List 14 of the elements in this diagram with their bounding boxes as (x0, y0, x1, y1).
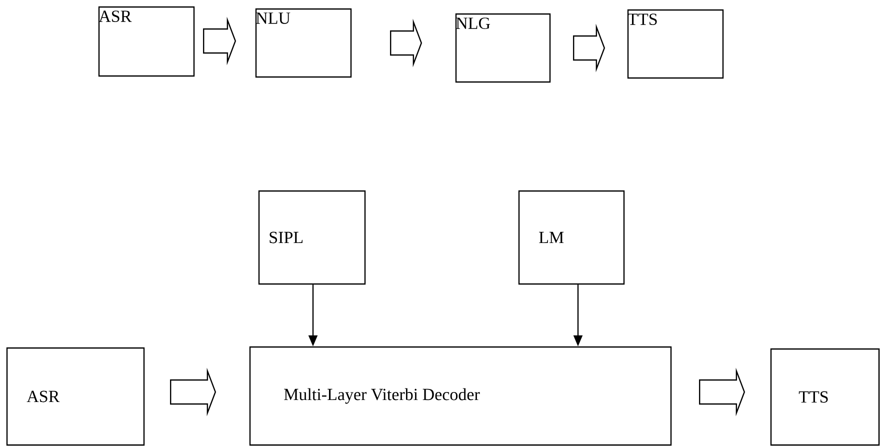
process-box: NLG (455, 13, 551, 83)
process-box: SIPL (258, 190, 366, 285)
block-arrow (390, 18, 422, 68)
process-box: TTS (627, 9, 724, 79)
block-arrow (699, 368, 746, 416)
block-arrow (170, 368, 216, 416)
process-box: Multi-Layer Viterbi Decoder (249, 346, 672, 446)
process-box: NLU (255, 8, 352, 78)
block-arrow (203, 16, 236, 66)
process-box: LM (518, 190, 625, 285)
process-box: TTS (770, 348, 880, 446)
process-box: ASR (98, 6, 195, 77)
process-box: ASR (6, 347, 145, 446)
block-arrow (573, 24, 606, 72)
